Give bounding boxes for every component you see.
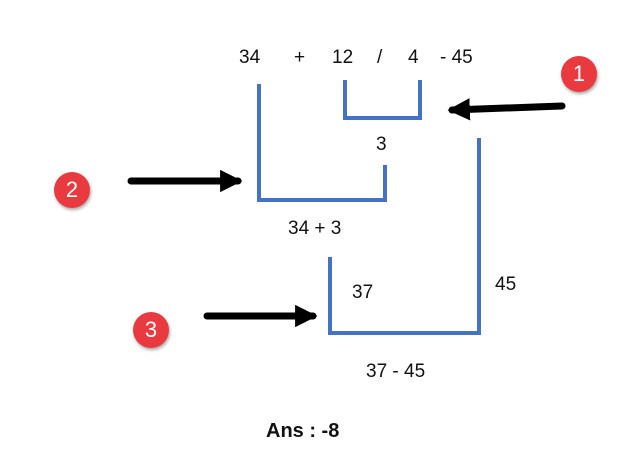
expr-op-plus: + — [294, 47, 306, 68]
arrow-1-icon — [447, 98, 566, 121]
step-badge-1: 1 — [561, 56, 597, 92]
step-3-expression: 37 - 45 — [366, 361, 426, 382]
expr-op-divide: / — [377, 47, 383, 68]
expr-term-4: 4 — [408, 47, 419, 68]
step-1-result: 3 — [376, 134, 387, 155]
bracket-step-1 — [343, 80, 422, 120]
step-2-expression: 34 + 3 — [288, 218, 342, 239]
bracket-step-2 — [257, 84, 387, 202]
expr-term-minus-45: - 45 — [440, 47, 473, 68]
step-badge-2: 2 — [54, 172, 90, 208]
expr-term-12: 12 — [332, 47, 354, 68]
expr-term-34: 34 — [239, 47, 261, 68]
bracket-step-3 — [328, 138, 481, 335]
answer-text: Ans : -8 — [266, 420, 340, 442]
step-badge-3: 3 — [133, 312, 169, 348]
step-3-value: 45 — [495, 274, 517, 295]
step-2-result: 37 — [352, 282, 374, 303]
